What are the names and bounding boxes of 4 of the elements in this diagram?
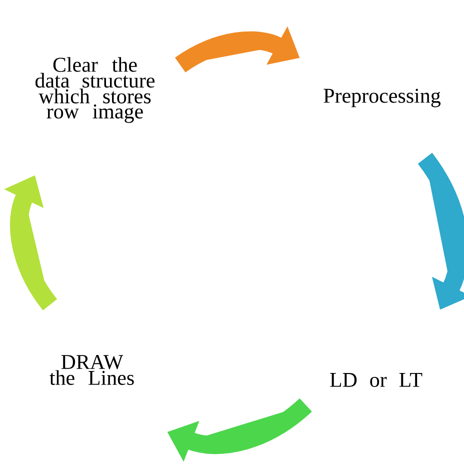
step-label: Clear the data structure which stores row image	[36, 57, 155, 123]
step-label: DRAW the Lines	[50, 355, 134, 385]
step-label: Preprocessing	[324, 88, 440, 108]
step-label: LD or LT	[330, 373, 422, 387]
